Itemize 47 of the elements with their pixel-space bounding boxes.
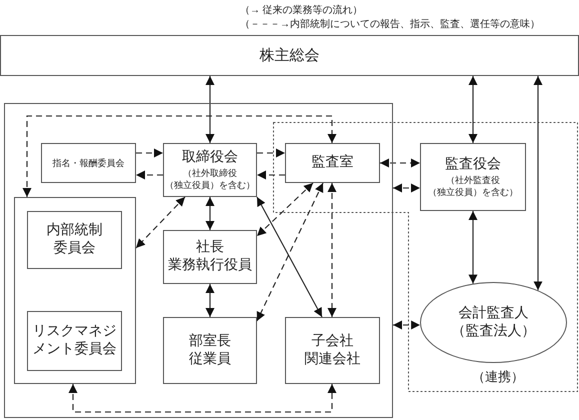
title-text: 監査室 <box>312 154 354 172</box>
arrow <box>534 76 542 290</box>
title-text: 監査役会 <box>445 156 501 174</box>
title-text: 内部統制委員会 <box>46 222 102 258</box>
title-text: 会計監査人（監査法人） <box>452 304 536 340</box>
dashed-arrow <box>136 170 163 180</box>
arrow <box>468 211 478 284</box>
org-box <box>163 317 257 384</box>
org-box <box>163 143 257 197</box>
title-text: 部室長従業員 <box>189 332 231 368</box>
dashed-arrow <box>68 384 336 413</box>
meeting-box <box>0 35 579 76</box>
arrow <box>468 76 478 143</box>
arrow <box>206 76 214 143</box>
dashed-arrow <box>380 158 420 168</box>
org-box <box>27 211 122 269</box>
title-text: 社長業務執行役員 <box>168 239 252 275</box>
legend-note: （→ 従来の業務等の流れ） <box>240 4 362 17</box>
dashed-arrow <box>136 196 186 248</box>
org-box <box>285 143 380 183</box>
org-box <box>163 230 257 284</box>
dashed-arrow <box>393 320 420 330</box>
org-box <box>41 143 136 183</box>
legend-note: （－－－→内部統制についての報告、指示、監査、選任等の意味） <box>240 18 540 31</box>
org-box <box>420 143 526 211</box>
note-text: （社外監査役（独立役員）を含む） <box>428 174 518 198</box>
dashed-arrow <box>393 184 420 192</box>
title-text: 取締役会 <box>182 149 238 167</box>
arrow <box>206 284 214 317</box>
dashed-arrow <box>257 148 285 158</box>
dashed-arrow <box>22 115 336 197</box>
title-text: 子会社関連会社 <box>304 332 360 368</box>
oval-node <box>420 282 567 363</box>
dashed-arrow <box>257 170 285 180</box>
boundary-label: （連携） <box>472 368 524 386</box>
org-box <box>285 317 380 384</box>
dashed-arrow <box>256 182 314 236</box>
dashed-arrow <box>136 148 163 158</box>
title-text: 株主総会 <box>260 46 320 64</box>
group-frame <box>4 103 393 418</box>
title-text: リスクマネジメント委員会 <box>32 323 116 359</box>
dashed-arrow <box>328 183 336 317</box>
org-box <box>27 311 122 371</box>
group-frame <box>14 197 136 384</box>
title-text: 指名・報酬委員会 <box>52 157 124 170</box>
arrow <box>206 197 214 230</box>
note-text: （社外取締役（独立役員）を含む） <box>165 167 255 191</box>
